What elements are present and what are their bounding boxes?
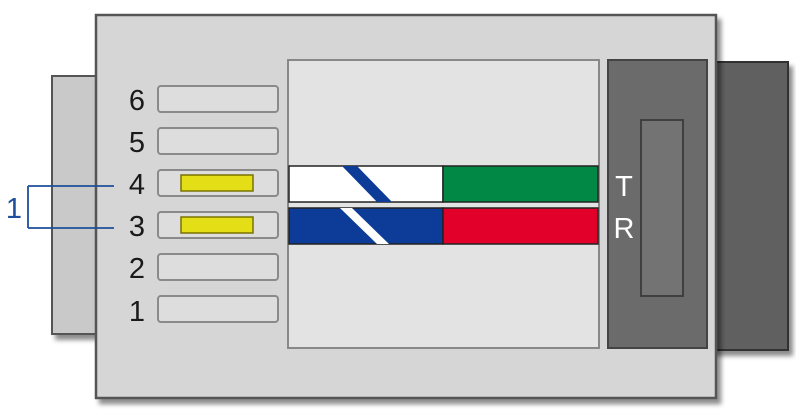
pin-label-2: 2: [129, 253, 145, 285]
pin-label-3: 3: [129, 211, 145, 243]
pin-label-6: 6: [129, 85, 145, 117]
pair-callout-bracket: [27, 185, 114, 229]
gold-contact-pin-3: [180, 216, 254, 234]
contact-slot-6: [157, 85, 279, 113]
blue-tracer-stripe: [342, 166, 392, 202]
contact-slot-1: [157, 295, 279, 323]
wire-green: [442, 165, 599, 203]
tip-label: T: [615, 171, 633, 203]
pair-callout-label: 1: [6, 193, 22, 225]
latch-slot: [640, 119, 684, 297]
gold-contact-pin-4: [180, 174, 254, 192]
white-tracer-stripe: [340, 208, 389, 244]
pin-label-1: 1: [129, 296, 145, 328]
latch-block: [707, 61, 789, 351]
ring-wire: [288, 207, 599, 245]
tip-wire: [288, 165, 599, 203]
contact-slot-2: [157, 253, 279, 281]
pin-label-5: 5: [129, 127, 145, 159]
pin-label-4: 4: [129, 169, 145, 201]
wire-channel: [287, 59, 600, 349]
ring-label: R: [614, 213, 635, 245]
wire-red: [442, 207, 599, 245]
contact-slot-5: [157, 127, 279, 155]
